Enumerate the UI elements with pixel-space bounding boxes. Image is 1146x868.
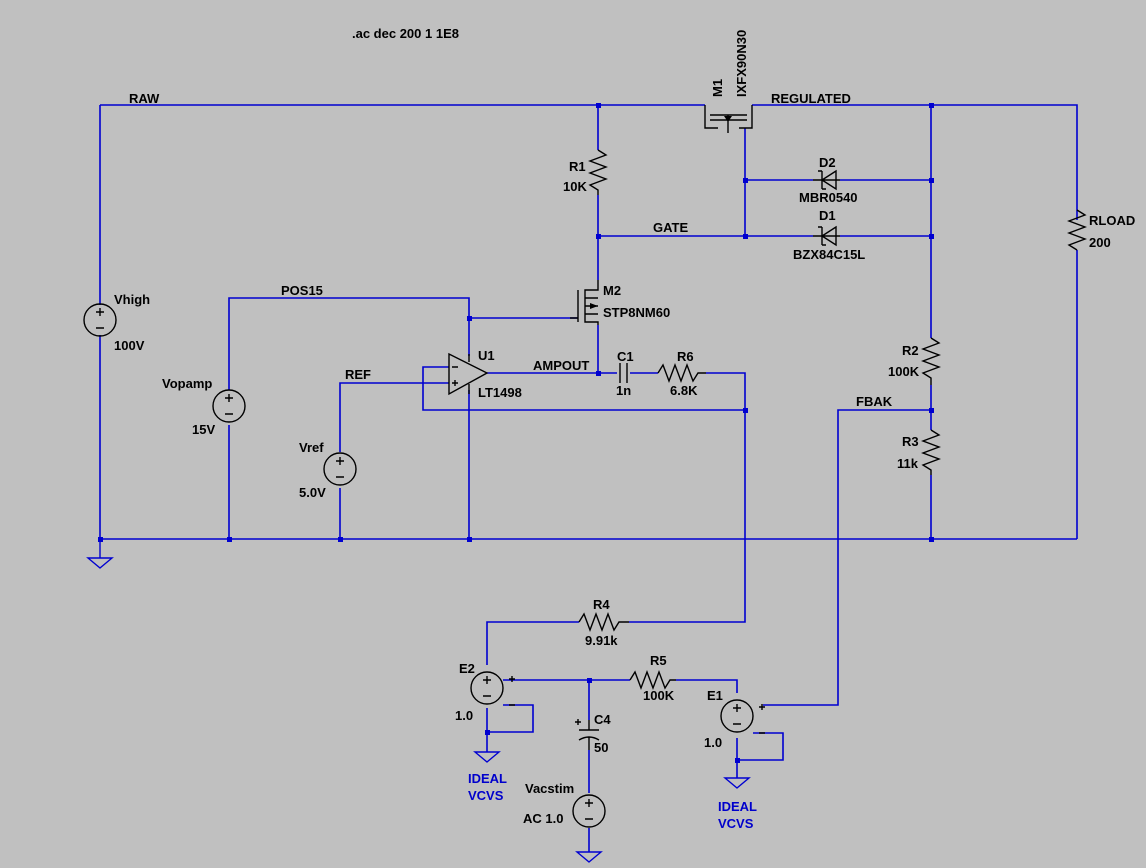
e1-value: 1.0 [704,735,722,750]
net-raw: RAW [129,91,160,106]
r6-value: 6.8K [670,383,698,398]
r1-label: R1 [569,159,586,174]
u1-value: LT1498 [478,385,522,400]
m2-mosfet[interactable] [570,280,599,325]
vhigh-source[interactable] [83,303,117,337]
r2-label: R2 [902,343,919,358]
u1-opamp[interactable] [448,352,489,396]
c4-value: 50 [594,740,608,755]
m2-label: M2 [603,283,621,298]
r3-resistor[interactable] [921,429,941,475]
e2-value: 1.0 [455,708,473,723]
r1-value: 10K [563,179,587,194]
c4-label: C4 [594,712,611,727]
ground-symbols [86,539,751,863]
junctions [98,103,934,763]
net-ampout: AMPOUT [533,358,589,373]
e2-vcvs[interactable] [470,671,515,706]
r6-resistor[interactable] [657,363,706,383]
r6-label: R6 [677,349,694,364]
vopamp-source[interactable] [212,389,246,423]
e2-note-line2: VCVS [468,788,504,803]
r3-value: 11k [897,456,919,471]
m1-label: M1 [710,79,725,97]
e2-label: E2 [459,661,475,676]
c1-capacitor[interactable] [619,363,628,383]
vhigh-value: 100V [114,338,145,353]
net-gate: GATE [653,220,688,235]
d1-value: BZX84C15L [793,247,865,262]
vacstim-value: AC 1.0 [523,811,563,826]
d1-diode[interactable] [813,225,840,247]
m2-value: STP8NM60 [603,305,670,320]
e1-note-line1: IDEAL [718,799,757,814]
r5-value: 100K [643,688,675,703]
spice-directive: .ac dec 200 1 1E8 [352,26,459,41]
c4-capacitor[interactable] [575,719,600,750]
d2-value: MBR0540 [799,190,858,205]
rload-value: 200 [1089,235,1111,250]
net-regulated: REGULATED [771,91,851,106]
vopamp-value: 15V [192,422,215,437]
net-pos15: POS15 [281,283,323,298]
vacstim-source[interactable] [572,794,606,828]
r3-label: R3 [902,434,919,449]
d2-label: D2 [819,155,836,170]
rload-label: RLOAD [1089,213,1135,228]
e1-vcvs[interactable] [720,699,765,734]
r1-resistor[interactable] [588,149,608,195]
e2-note-line1: IDEAL [468,771,507,786]
r4-value: 9.91k [585,633,618,648]
r5-label: R5 [650,653,667,668]
vref-value: 5.0V [299,485,326,500]
c1-value: 1n [616,383,631,398]
e1-label: E1 [707,688,723,703]
c1-label: C1 [617,349,634,364]
m1-mosfet[interactable] [704,105,753,133]
r4-resistor[interactable] [578,612,629,632]
e1-note-line2: VCVS [718,816,754,831]
r2-resistor[interactable] [921,337,941,385]
rload-resistor[interactable] [1067,209,1087,251]
vhigh-label: Vhigh [114,292,150,307]
d1-label: D1 [819,208,836,223]
net-ref: REF [345,367,371,382]
r2-value: 100K [888,364,920,379]
r5-resistor[interactable] [629,670,676,690]
vopamp-label: Vopamp [162,376,212,391]
r4-label: R4 [593,597,610,612]
d2-diode[interactable] [813,169,840,191]
vref-source[interactable] [323,452,357,486]
vref-label: Vref [299,440,324,455]
u1-label: U1 [478,348,495,363]
vacstim-label: Vacstim [525,781,574,796]
m1-value: IXFX90N30 [734,30,749,97]
net-fbak: FBAK [856,394,893,409]
